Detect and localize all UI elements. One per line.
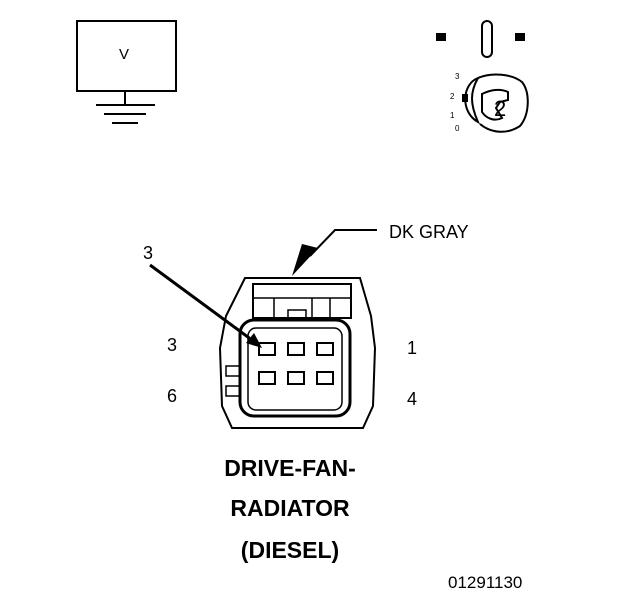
- connector-title-line1: DRIVE-FAN-: [224, 455, 356, 481]
- pin-label-bottom-left: 6: [167, 386, 178, 406]
- connector-body: [218, 277, 377, 429]
- figure-id: 01291130: [448, 573, 523, 592]
- connector-title-line3: (DIESEL): [240, 537, 340, 563]
- wire-color-leader: [292, 229, 377, 276]
- pointer-pin-label: 3: [143, 243, 154, 263]
- wire-color-label: DK GRAY: [389, 222, 469, 242]
- probe-label: 2: [494, 96, 507, 121]
- dial-tick-3: 3: [455, 72, 460, 81]
- probe-dial-icon: [462, 73, 529, 133]
- dial-tick-2: 2: [450, 92, 455, 101]
- pin-label-top-left: 3: [167, 335, 178, 355]
- voltmeter-label: V: [119, 46, 130, 63]
- pin-label-top-right: 1: [407, 338, 418, 358]
- probe-tip-icon: [436, 20, 525, 58]
- dial-tick-0: 0: [455, 124, 460, 133]
- connector-title-line2: RADIATOR: [230, 495, 350, 521]
- voltmeter-symbol: [76, 20, 177, 124]
- pin-label-bottom-right: 4: [407, 389, 418, 409]
- dial-tick-1: 1: [450, 111, 455, 120]
